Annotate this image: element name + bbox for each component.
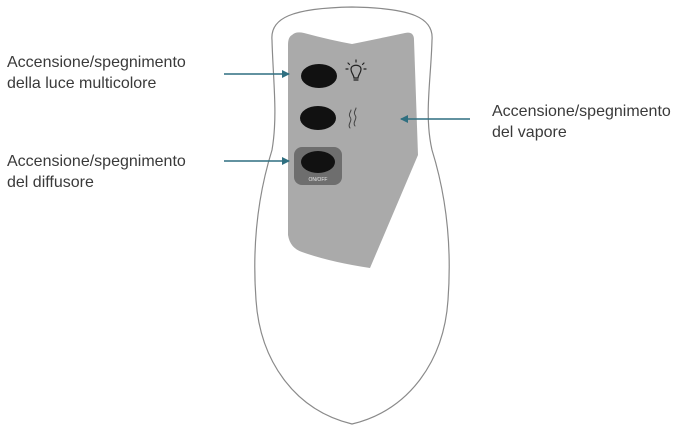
- onoff-label: ON/OFF: [309, 177, 328, 183]
- diffuser-callout-line2: del diffusore: [7, 172, 186, 193]
- diffuser-callout-label: Accensione/spegnimento del diffusore: [7, 151, 186, 193]
- light-callout-line1: Accensione/spegnimento: [7, 52, 186, 73]
- diffuser-callout-line1: Accensione/spegnimento: [7, 151, 186, 172]
- light-callout-label: Accensione/spegnimento della luce multic…: [7, 52, 186, 94]
- steam-callout-line1: Accensione/spegnimento: [492, 101, 671, 122]
- steam-callout-line2: del vapore: [492, 122, 671, 143]
- onoff-button[interactable]: [301, 151, 335, 173]
- light-toggle-button[interactable]: [301, 64, 337, 88]
- steam-toggle-button[interactable]: [300, 106, 336, 130]
- light-callout-line2: della luce multicolore: [7, 73, 186, 94]
- steam-callout-label: Accensione/spegnimento del vapore: [492, 101, 671, 143]
